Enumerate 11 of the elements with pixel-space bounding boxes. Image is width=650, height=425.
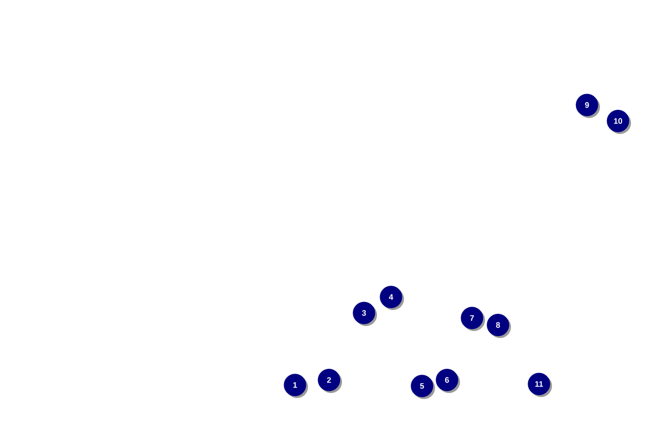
callout-number: 9	[576, 94, 600, 118]
callout-number: 5	[410, 374, 435, 399]
callout-number: 8	[486, 314, 511, 338]
callout-number: 6	[436, 368, 460, 393]
callout-number: 4	[380, 286, 404, 310]
callout-number: 1	[284, 374, 308, 398]
callout-number: 3	[352, 302, 377, 326]
callout-number: 11	[528, 372, 552, 397]
callout-number: 2	[318, 368, 342, 393]
callout-number: 7	[460, 306, 485, 331]
callout-number: 10	[606, 110, 631, 134]
